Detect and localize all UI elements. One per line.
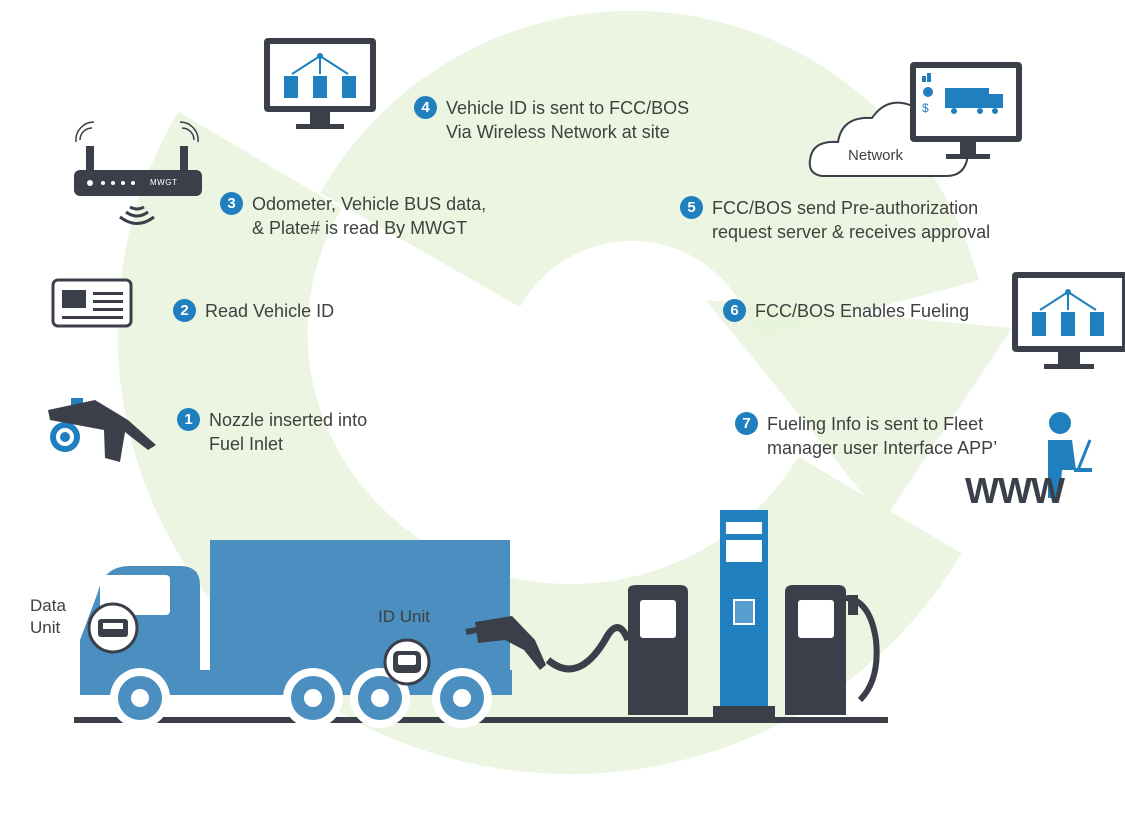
- step-number-badge: 5: [680, 196, 703, 219]
- network-label: Network: [848, 147, 904, 164]
- step-1: 1 Nozzle inserted into Fuel Inlet: [177, 408, 367, 456]
- step-number-badge: 6: [723, 299, 746, 322]
- step-number-badge: 2: [173, 299, 196, 322]
- step-2: 2 Read Vehicle ID: [173, 299, 334, 323]
- id-unit-label: ID Unit: [378, 607, 430, 626]
- step-text: Odometer, Vehicle BUS data, & Plate# is …: [252, 194, 487, 238]
- step-text: FCC/BOS send Pre-authorization request s…: [712, 198, 991, 242]
- step-text: FCC/BOS Enables Fueling: [755, 301, 970, 321]
- step-6: 6 FCC/BOS Enables Fueling: [723, 299, 969, 323]
- step-5: 5 FCC/BOS send Pre-authorization request…: [680, 196, 990, 244]
- step-number-badge: 7: [735, 412, 758, 435]
- step-text: Nozzle inserted into Fuel Inlet: [209, 410, 368, 454]
- step-number-badge: 3: [220, 192, 243, 215]
- step-number-badge: 4: [414, 96, 437, 119]
- www-label: WWW: [965, 470, 1065, 511]
- step-text: Read Vehicle ID: [205, 301, 335, 321]
- step-number-badge: 1: [177, 408, 200, 431]
- router-label: MWGT: [150, 178, 178, 187]
- step-4: 4 Vehicle ID is sent to FCC/BOS Via Wire…: [414, 96, 689, 144]
- step-3: 3 Odometer, Vehicle BUS data, & Plate# i…: [220, 192, 486, 240]
- data-unit-label: Data Unit: [30, 596, 66, 637]
- step-text: Fueling Info is sent to Fleet manager us…: [767, 414, 998, 458]
- svg-text:$: $: [922, 101, 929, 115]
- step-text: Vehicle ID is sent to FCC/BOS Via Wirele…: [446, 98, 690, 142]
- step-7: 7 Fueling Info is sent to Fleet manager …: [735, 412, 997, 460]
